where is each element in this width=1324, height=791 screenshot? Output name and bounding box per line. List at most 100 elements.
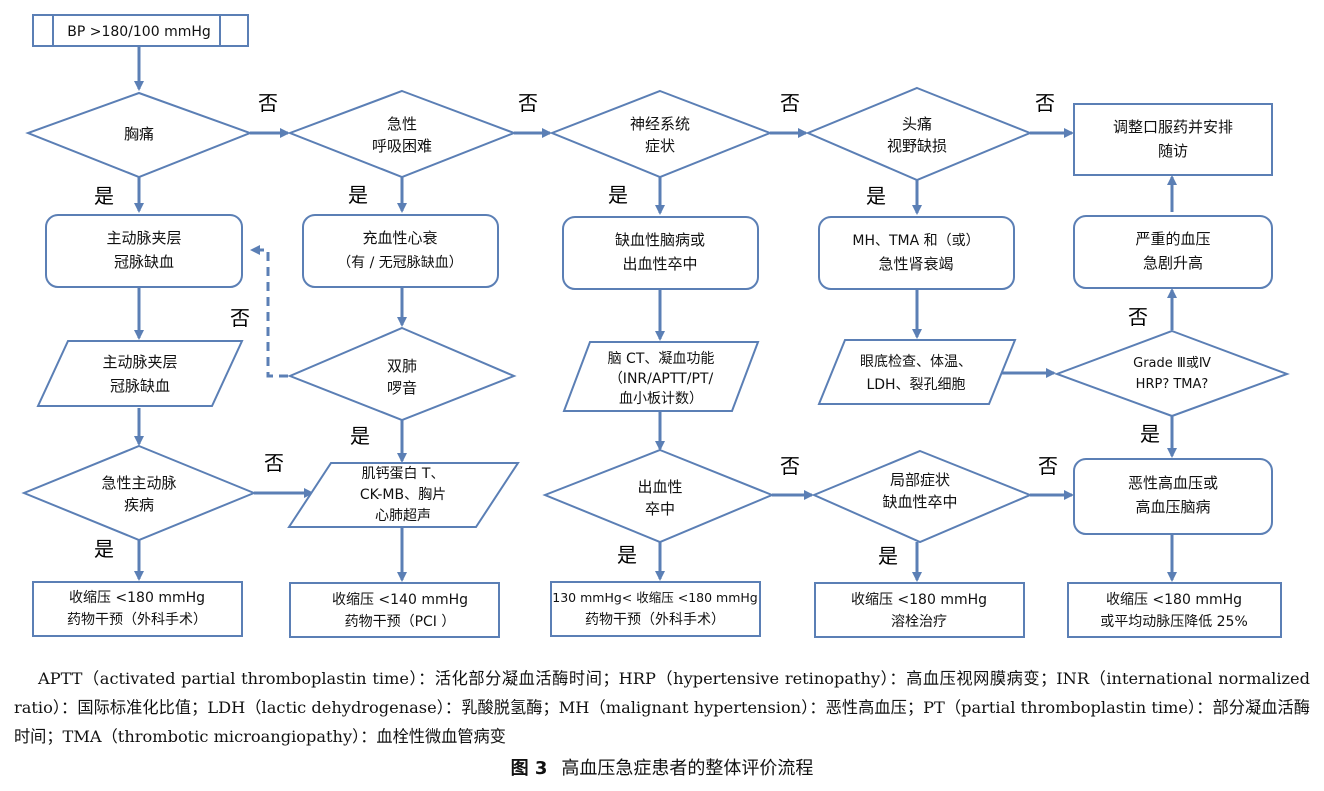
- decision-bilateral-rales-line-2: 啰音: [387, 379, 417, 397]
- decision-acute-dyspnea: 急性 呼吸困难: [287, 89, 517, 179]
- node-start-line-1: BP >180/100 mmHg: [67, 24, 211, 40]
- label-no: 否: [230, 306, 250, 330]
- figure-caption: APTT（activated partial thromboplastin ti…: [14, 669, 1310, 746]
- node-aortic-dissection-para-line-1: 主动脉夹层: [102, 353, 177, 371]
- branch-labels: 否 否 否 否 是 是 是 是 否 否 是 是 否 否 否 是 是 是: [94, 91, 1160, 568]
- node-result-4: 收缩压 <180 mmHg 溶栓治疗: [814, 582, 1025, 638]
- flowchart: BP >180/100 mmHg 胸痛 急性 呼吸困难 神经系统 症状 头痛 视…: [21, 14, 1290, 638]
- node-adjust-oral-line-1: 调整口服药并安排: [1113, 118, 1233, 136]
- decision-chest-pain-line-1: 胸痛: [124, 125, 154, 143]
- node-start: BP >180/100 mmHg: [32, 14, 249, 47]
- node-mh-tma-line-1: MH、TMA 和（或）: [852, 233, 979, 249]
- decision-hemorrhagic-stroke-line-2: 卒中: [645, 500, 675, 518]
- node-result-4-line-2: 溶栓治疗: [891, 614, 947, 630]
- node-result-2-line-1: 收缩压 <140 mmHg: [332, 592, 468, 608]
- label-yes: 是: [878, 544, 898, 568]
- node-ischemic-stroke-line-2: 出血性卒中: [622, 255, 697, 273]
- node-result-5-line-2: 或平均动脉压降低 25%: [1100, 614, 1248, 630]
- node-fundus-exam-line-1: 眼底检查、体温、: [860, 354, 972, 370]
- label-yes: 是: [348, 183, 368, 207]
- decision-grade-hrp-tma-line-2: HRP? TMA?: [1136, 377, 1209, 392]
- node-troponin-tests-line-1: 肌钙蛋白 T、: [361, 466, 444, 482]
- node-heart-failure: 充血性心衰 （有 / 无冠脉缺血）: [302, 214, 499, 288]
- node-result-1-line-2: 药物干预（外科手术）: [67, 612, 207, 628]
- node-result-3: 130 mmHg< 收缩压 <180 mmHg 药物干预（外科手术）: [550, 581, 761, 637]
- node-aortic-dissection-box: 主动脉夹层 冠脉缺血: [45, 214, 243, 288]
- decision-hemorrhagic-stroke: 出血性 卒中: [542, 448, 775, 544]
- label-yes: 是: [94, 184, 114, 208]
- node-aortic-dissection-para: 主动脉夹层 冠脉缺血: [36, 340, 244, 407]
- figure-title-text: 高血压急症患者的整体评价流程: [561, 758, 814, 779]
- node-heart-failure-line-1: 充血性心衰: [362, 229, 437, 247]
- node-aortic-dissection-box-line-2: 冠脉缺血: [114, 253, 174, 271]
- node-severe-bp-rise-line-2: 急剧升高: [1143, 254, 1203, 272]
- node-severe-bp-rise: 严重的血压 急剧升高: [1073, 215, 1273, 289]
- node-mh-tma: MH、TMA 和（或） 急性肾衰竭: [818, 216, 1015, 290]
- node-result-2-line-2: 药物干预（PCI ）: [345, 614, 456, 630]
- decision-neuro-symptoms: 神经系统 症状: [549, 89, 773, 179]
- node-malignant-htn-line-2: 高血压脑病: [1135, 498, 1210, 516]
- decision-acute-dyspnea-line-2: 呼吸困难: [372, 137, 432, 155]
- node-fundus-exam: 眼底检查、体温、 LDH、裂孔细胞: [817, 339, 1017, 405]
- label-yes: 是: [617, 543, 637, 567]
- node-result-1-line-1: 收缩压 <180 mmHg: [69, 590, 205, 606]
- decision-acute-dyspnea-line-1: 急性: [387, 115, 417, 133]
- label-yes: 是: [94, 537, 114, 561]
- label-yes: 是: [608, 183, 628, 207]
- label-no: 否: [1038, 454, 1058, 478]
- node-ischemic-stroke-line-1: 缺血性脑病或: [615, 231, 705, 249]
- label-no: 否: [1128, 305, 1148, 329]
- node-ischemic-stroke: 缺血性脑病或 出血性卒中: [562, 216, 759, 290]
- label-no: 否: [258, 91, 278, 115]
- label-no: 否: [264, 451, 284, 475]
- decision-focal-symptoms-line-1: 局部症状: [890, 471, 950, 489]
- decision-bilateral-rales-line-1: 双肺: [387, 357, 417, 375]
- node-brain-ct-line-3: 血小板计数）: [619, 391, 703, 407]
- decision-acute-aortic: 急性主动脉 疾病: [21, 444, 257, 542]
- decision-neuro-symptoms-line-1: 神经系统: [630, 115, 690, 133]
- decision-acute-aortic-line-2: 疾病: [124, 496, 154, 514]
- arrow-rales-no-dashed: [250, 245, 288, 378]
- node-result-3-line-1: 130 mmHg< 收缩压 <180 mmHg: [552, 590, 757, 605]
- decision-acute-aortic-line-1: 急性主动脉: [101, 474, 176, 492]
- label-no: 否: [780, 454, 800, 478]
- label-yes: 是: [1140, 422, 1160, 446]
- node-result-3-line-2: 药物干预（外科手术）: [585, 612, 725, 628]
- node-troponin-tests-line-2: CK-MB、胸片: [360, 487, 446, 503]
- decision-headache-vision: 头痛 视野缺损: [805, 86, 1033, 182]
- decision-focal-symptoms-line-2: 缺血性卒中: [882, 493, 957, 511]
- node-result-5: 收缩压 <180 mmHg 或平均动脉压降低 25%: [1067, 582, 1282, 638]
- decision-neuro-symptoms-line-2: 症状: [645, 137, 675, 155]
- node-mh-tma-line-2: 急性肾衰竭: [878, 255, 953, 273]
- label-yes: 是: [350, 424, 370, 448]
- node-brain-ct: 脑 CT、凝血功能 （INR/APTT/PT/ 血小板计数）: [562, 341, 760, 412]
- node-result-5-line-1: 收缩压 <180 mmHg: [1106, 592, 1242, 608]
- label-no: 否: [518, 91, 538, 115]
- node-brain-ct-line-2: （INR/APTT/PT/: [609, 371, 714, 387]
- node-brain-ct-line-1: 脑 CT、凝血功能: [608, 351, 715, 367]
- node-severe-bp-rise-line-1: 严重的血压: [1135, 230, 1210, 248]
- node-troponin-tests: 肌钙蛋白 T、 CK-MB、胸片 心肺超声: [287, 462, 520, 528]
- decision-headache-vision-line-1: 头痛: [902, 115, 932, 133]
- node-malignant-htn: 恶性高血压或 高血压脑病: [1073, 458, 1273, 535]
- node-fundus-exam-line-2: LDH、裂孔细胞: [866, 377, 965, 393]
- decision-bilateral-rales: 双肺 啰音: [287, 326, 517, 422]
- node-aortic-dissection-box-line-1: 主动脉夹层: [106, 229, 181, 247]
- decision-grade-hrp-tma: Grade Ⅲ或Ⅳ HRP? TMA?: [1054, 329, 1290, 418]
- node-adjust-oral: 调整口服药并安排 随访: [1073, 103, 1273, 176]
- label-yes: 是: [866, 184, 886, 208]
- label-no: 否: [1035, 91, 1055, 115]
- decision-focal-symptoms: 局部症状 缺血性卒中: [811, 449, 1033, 544]
- label-no: 否: [780, 91, 800, 115]
- node-aortic-dissection-para-line-2: 冠脉缺血: [110, 377, 170, 395]
- decision-grade-hrp-tma-line-1: Grade Ⅲ或Ⅳ: [1133, 356, 1211, 371]
- decision-headache-vision-line-2: 视野缺损: [887, 137, 947, 155]
- node-heart-failure-line-2: （有 / 无冠脉缺血）: [337, 255, 463, 271]
- node-result-1: 收缩压 <180 mmHg 药物干预（外科手术）: [32, 581, 243, 637]
- node-adjust-oral-line-2: 随访: [1158, 142, 1188, 160]
- decision-chest-pain: 胸痛: [25, 91, 253, 179]
- node-malignant-htn-line-1: 恶性高血压或: [1128, 474, 1218, 492]
- decision-hemorrhagic-stroke-line-1: 出血性: [637, 478, 682, 496]
- figure-number: 图 3: [510, 758, 548, 779]
- connectors: [134, 47, 1177, 582]
